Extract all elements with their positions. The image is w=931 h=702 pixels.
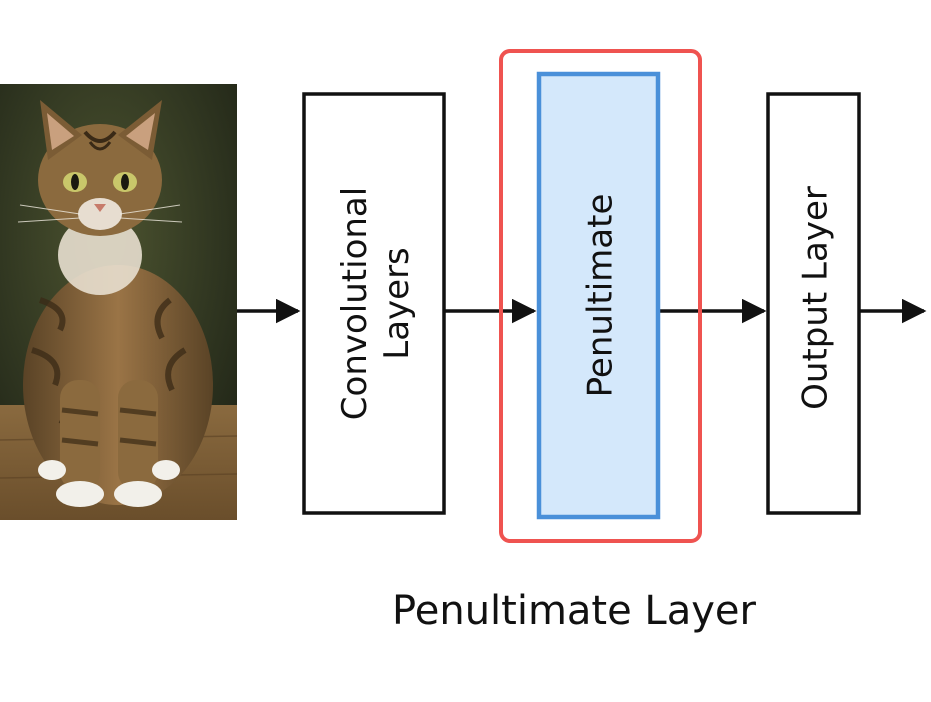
conv-label-line1: Convolutional	[335, 187, 375, 420]
cat-paw-right	[114, 481, 162, 507]
conv-label-line2: Layers	[377, 247, 417, 360]
input-cat-image	[0, 84, 238, 520]
diagram-caption: Penultimate Layer	[392, 588, 756, 634]
penultimate-label: Penultimate	[581, 194, 621, 398]
cat-paw-left	[56, 481, 104, 507]
convolutional-layers-block: Convolutional Layers	[302, 92, 446, 515]
penultimate-layer-block: Penultimate	[536, 71, 661, 520]
cat-nose	[94, 204, 106, 212]
cat-head	[38, 124, 162, 236]
output-layer-block: Output Layer	[766, 92, 861, 515]
output-label: Output Layer	[796, 186, 836, 410]
penultimate-highlight-outline	[499, 49, 702, 543]
